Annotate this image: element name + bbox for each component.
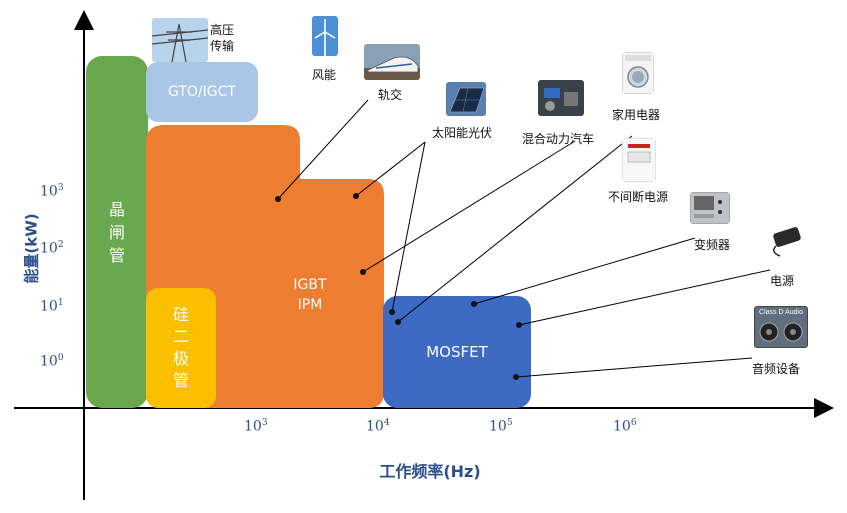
zone-diode-text-1: 硅 — [172, 305, 189, 324]
x-tick-1: 104 — [366, 418, 390, 435]
x-tick-2: 105 — [489, 418, 513, 435]
zone-igbt-text-1: IGBT — [293, 277, 327, 293]
hv-tower-icon — [152, 18, 208, 62]
dot-inverter — [471, 301, 477, 307]
label-rail: 轨交 — [378, 88, 403, 102]
power-adapter-icon — [766, 222, 808, 258]
label-appliance: 家用电器 — [612, 108, 661, 122]
label-solar: 太阳能光伏 — [432, 126, 493, 140]
dot-power — [516, 322, 522, 328]
zone-diode-text-3: 极 — [172, 349, 189, 368]
dot-hybrid — [360, 269, 366, 275]
dot-solar-igbt — [353, 193, 359, 199]
zone-gto-text: GTO/IGCT — [168, 84, 236, 100]
y-tick-2: 102 — [40, 240, 64, 257]
zone-thyristor-text-1: 晶 — [108, 199, 125, 219]
zone-igbt-text-2: IPM — [297, 297, 323, 313]
x-tick-3: 106 — [613, 418, 637, 435]
dot-audio — [513, 374, 519, 380]
label-wind: 风能 — [312, 68, 337, 82]
zone-thyristor: 晶 闸 管 — [86, 56, 148, 408]
x-axis-label: 工作频率(Hz) — [379, 462, 481, 481]
speaker-icon — [759, 322, 803, 342]
wind-turbine-icon — [312, 16, 338, 56]
inverter-icon — [690, 192, 730, 224]
label-ups: 不间断电源 — [608, 190, 669, 204]
label-hv: 高压 传输 — [210, 23, 235, 53]
zone-gto: GTO/IGCT — [146, 62, 258, 122]
zone-igbt-label: IGBT IPM — [270, 270, 350, 320]
y-tick-3: 103 — [40, 183, 64, 200]
label-power: 电源 — [770, 274, 795, 288]
zone-thyristor-text-3: 管 — [108, 245, 125, 265]
label-inverter: 变频器 — [694, 238, 731, 252]
zone-diode: 硅 二 极 管 — [146, 288, 216, 408]
y-tick-0: 100 — [40, 353, 64, 370]
solar-panel-icon — [446, 82, 486, 116]
label-audio: 音频设备 — [752, 362, 801, 376]
zone-diode-text-2: 二 — [172, 327, 189, 346]
audio-device-icon: Class D Audio — [754, 306, 808, 348]
zone-thyristor-text-2: 闸 — [108, 222, 125, 242]
hybrid-car-icon — [538, 80, 584, 116]
label-hybrid: 混合动力汽车 — [522, 132, 595, 146]
dot-solar-mosfet — [389, 309, 395, 315]
y-tick-1: 101 — [40, 298, 64, 315]
ups-icon — [622, 138, 656, 182]
train-icon — [364, 44, 420, 80]
x-tick-0: 103 — [244, 418, 268, 435]
washing-machine-icon — [622, 52, 654, 94]
zone-mosfet-text: MOSFET — [426, 343, 488, 361]
dot-appliance — [395, 319, 401, 325]
zone-diode-text-4: 管 — [172, 371, 189, 390]
dot-rail — [275, 196, 281, 202]
audio-badge-text: Class D Audio — [759, 309, 803, 316]
